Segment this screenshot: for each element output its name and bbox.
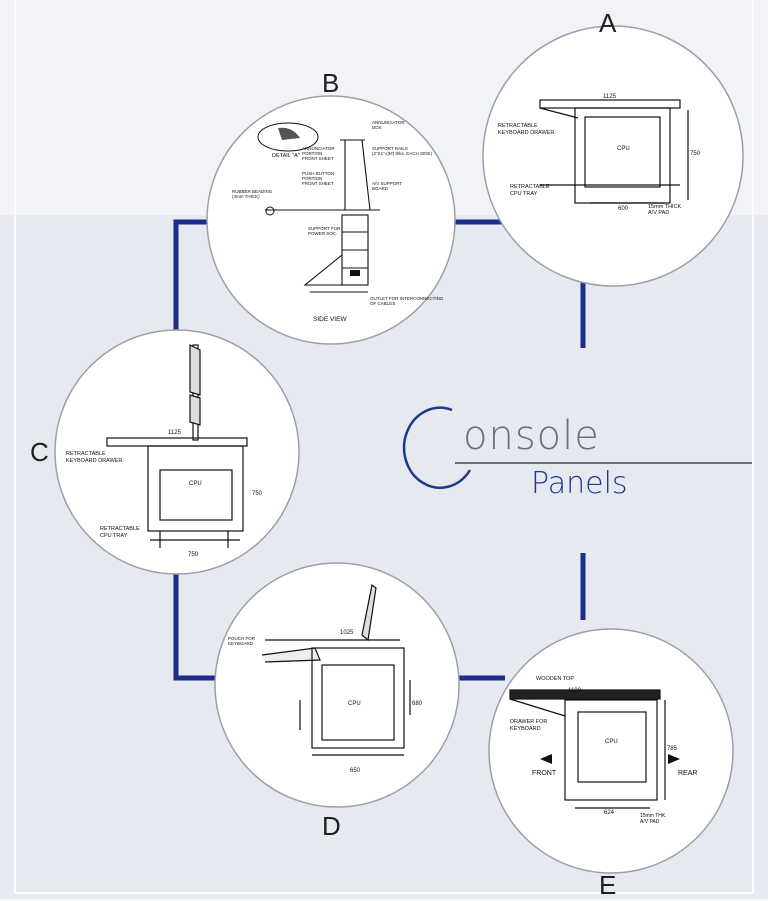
b-detail-ellipse: [257, 122, 319, 152]
a-width-dim: 1125: [603, 94, 617, 100]
label-b: B: [322, 68, 340, 98]
d-cabinet: [311, 647, 405, 749]
circle-b: [206, 95, 456, 345]
svg-text:KEYBOARD: KEYBOARD: [228, 641, 254, 646]
e-drawer-label: DRAWER FOR: [510, 719, 547, 725]
a-pad-label-2: A/V PAD: [648, 210, 669, 216]
d-bottom-dim: 650: [350, 768, 361, 774]
b-av-support-label: A/V SUPPORT: [372, 181, 402, 186]
svg-text:POWER SOC.: POWER SOC.: [308, 231, 337, 236]
svg-text:PORTION: PORTION: [302, 151, 322, 156]
e-front-label: FRONT: [532, 770, 557, 777]
d-cpu-label: CPU: [348, 701, 361, 707]
connector-b-c: [173, 219, 210, 330]
b-support-rails-label: SUPPORT RAILS: [372, 146, 408, 151]
connector-lines: [173, 219, 586, 681]
svg-text:PORTION: PORTION: [302, 176, 322, 181]
label-e: E: [599, 870, 617, 900]
d-pouch-label: POUCH FOR: [228, 636, 256, 641]
b-caption: SIDE VIEW: [313, 316, 347, 323]
b-outlet-label: OUTLET FOR INTERCONNECTING: [370, 296, 444, 301]
e-bottom-dim: 624: [604, 810, 615, 816]
b-rubber-label: RUBBER BEADING: [232, 189, 273, 194]
svg-text:CPU TRAY: CPU TRAY: [100, 533, 128, 539]
b-power-label: SUPPORT FOR: [308, 226, 341, 231]
label-d: D: [322, 811, 341, 841]
svg-text:FRONT SHEET: FRONT SHEET: [302, 156, 334, 161]
b-outlet-block: [350, 270, 360, 276]
panel-d: 1025 680 650 CPU POUCH FOR KEYBOARD: [214, 562, 460, 808]
e-cpu-box: [577, 711, 647, 783]
svg-text:A/V PAD: A/V PAD: [640, 819, 660, 825]
c-cpu-label: CPU: [189, 481, 202, 487]
circle-a: [482, 25, 744, 287]
b-annunciator-label: ANNUNCIATOR: [302, 146, 335, 151]
label-c: C: [30, 437, 49, 467]
b-pushbutton-label: PUSH BUTTON: [302, 171, 334, 176]
circle-c: [54, 329, 300, 575]
a-cpu-box: [584, 116, 661, 188]
d-height-dim: 680: [412, 701, 423, 707]
circle-e: [488, 628, 734, 874]
c-cpu-box: [159, 469, 233, 521]
e-width-dim: 1100: [568, 688, 582, 694]
panel-a: 1125 750 600 CPU RETRACTABLE KEYBOARD DR…: [482, 25, 744, 287]
title-console: onsole: [463, 413, 600, 459]
d-keyboard-pouch: [261, 647, 321, 663]
e-rear-label: REAR: [678, 770, 697, 777]
title-c-arc: [402, 406, 472, 489]
e-height-dim: 785: [667, 746, 678, 752]
svg-text:(3mm THICK): (3mm THICK): [232, 194, 260, 199]
c-drawer-label: RETRACTABLE: [66, 451, 106, 457]
e-cpu-label: CPU: [605, 739, 618, 745]
svg-text:BOARD: BOARD: [372, 186, 389, 191]
c-bottom-dim: 750: [188, 552, 199, 558]
e-top: [509, 689, 661, 700]
panel-e: 1100 785 624 CPU WOODEN TOP DRAWER FOR K…: [488, 628, 734, 874]
svg-text:FRONT SHEET: FRONT SHEET: [302, 181, 334, 186]
connector-c-d: [173, 572, 216, 681]
a-drawer-label: RETRACTABLE: [498, 123, 538, 129]
a-cpu-label: CPU: [617, 146, 630, 152]
e-cabinet: [564, 699, 658, 801]
label-a: A: [599, 8, 617, 38]
a-bottom-dim: 600: [618, 206, 629, 212]
d-width-dim: 1025: [340, 630, 354, 636]
d-monitor: [361, 583, 377, 642]
panel-c: 1125 750 750 CPU RETRACTABLE KEYBOARD DR…: [54, 329, 300, 575]
e-rear-arrow: [668, 754, 680, 764]
svg-text:(2"X1"-(3#) thks. EACH SIDE): (2"X1"-(3#) thks. EACH SIDE): [372, 151, 432, 156]
c-height-dim: 750: [252, 491, 263, 497]
b-annunciator-box-label: ANNUNCIATOR: [372, 120, 405, 125]
svg-text:KEYBOARD: KEYBOARD: [510, 726, 541, 732]
c-width-dim: 1125: [168, 430, 182, 436]
svg-text:BOX: BOX: [372, 125, 382, 130]
c-tray-label: RETRACTABLE: [100, 526, 140, 532]
a-drawer-label-2: KEYBOARD DRAWER: [498, 130, 554, 136]
svg-text:KEYBOARD DRAWER: KEYBOARD DRAWER: [66, 458, 122, 464]
c-cabinet: [147, 445, 244, 532]
a-tray-label-2: CPU TRAY: [510, 191, 538, 197]
page-frame: [14, 0, 754, 894]
b-detail-label: DETAIL "A": [272, 153, 300, 159]
a-height-dim: 750: [690, 151, 701, 157]
panel-b: DETAIL "A" SIDE VIEW ANNUNCIATOR PORTION…: [206, 95, 456, 345]
a-tray-label: RETRACTABLE: [510, 184, 550, 190]
svg-text:OF CABLES: OF CABLES: [370, 301, 395, 306]
e-top-label: WOODEN TOP: [536, 676, 574, 682]
e-front-arrow: [540, 754, 552, 764]
d-cpu-box: [321, 664, 395, 741]
e-pad-label: 15mm THK.: [640, 813, 667, 819]
title-panels: Panels: [531, 466, 628, 501]
b-detail-shape: [278, 127, 300, 140]
circle-d: [214, 562, 460, 808]
a-pad-label: 15mm THICK: [648, 204, 682, 210]
